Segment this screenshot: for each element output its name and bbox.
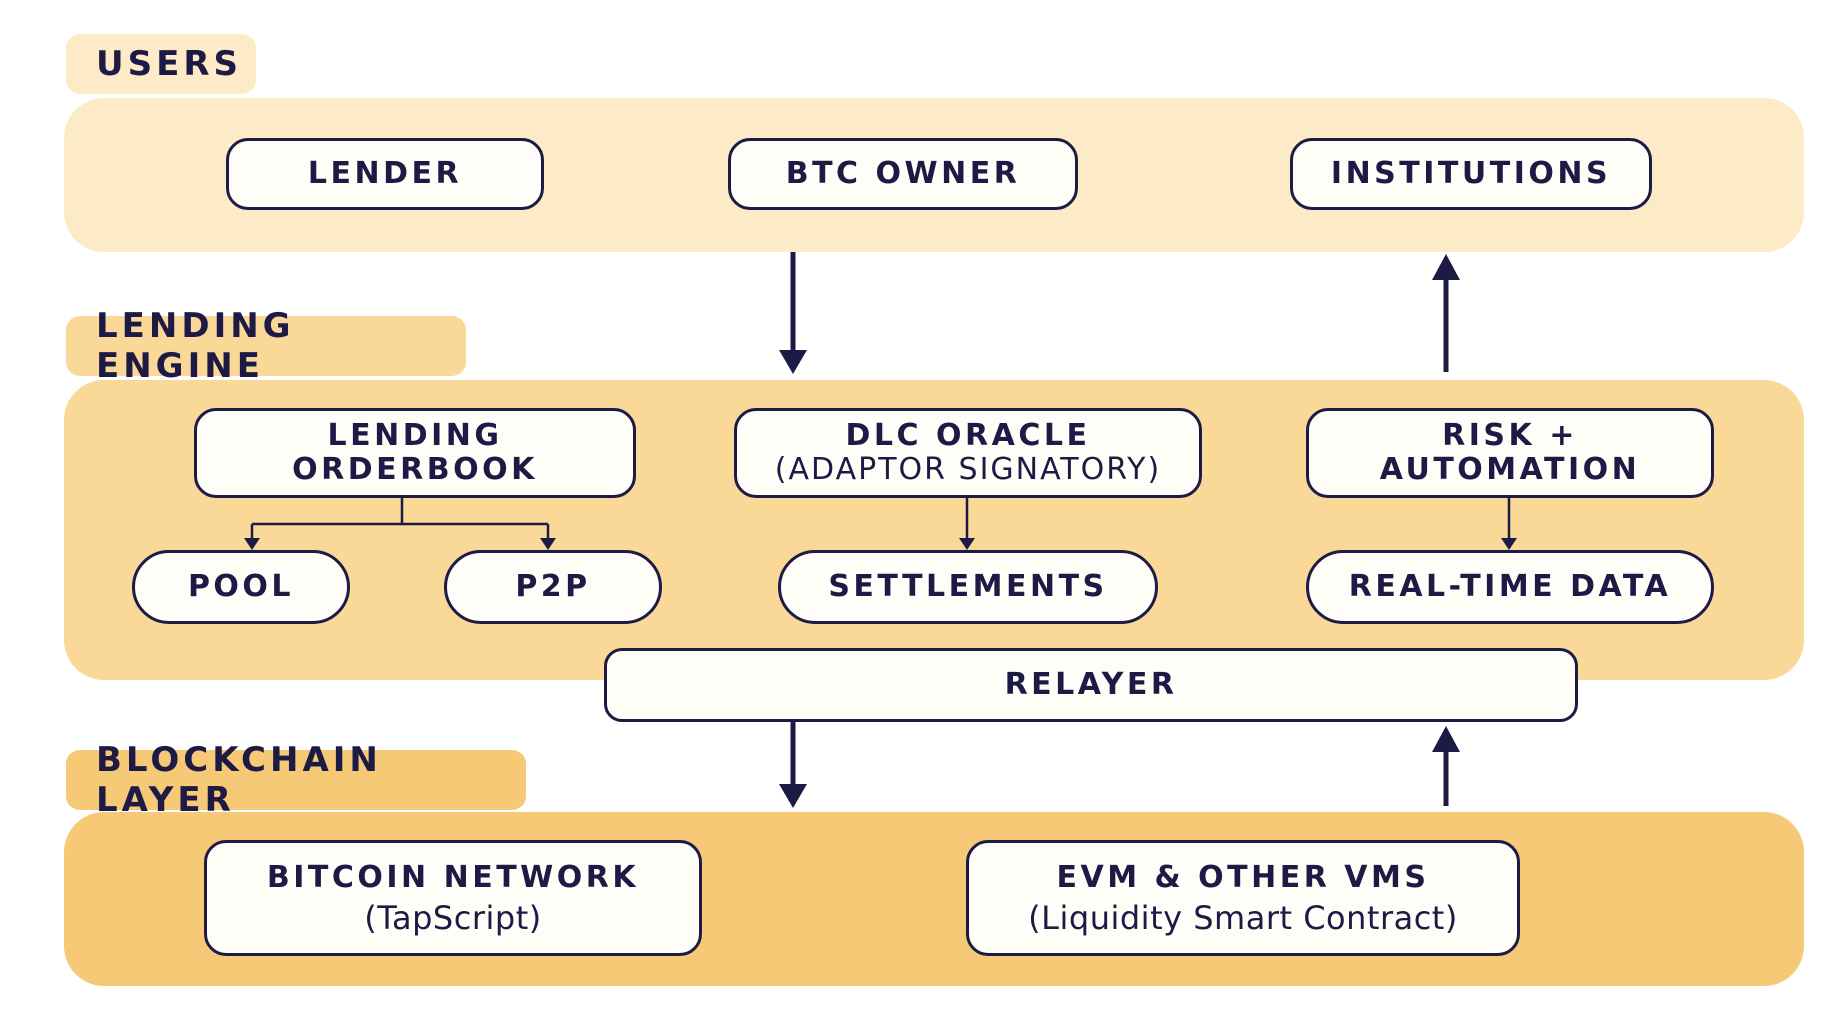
bitcoin-network-node: BITCOIN NETWORK (TapScript) (204, 840, 702, 956)
chain-to-relayer-arrowhead (1432, 726, 1460, 752)
institutions-label: INSTITUTIONS (1330, 156, 1612, 191)
orderbook-to-pool-arrowhead (244, 538, 260, 550)
orderbook-to-p2p-arrowhead (540, 538, 556, 550)
dlc-oracle-line1: DLC ORACLE (845, 418, 1091, 453)
dlc-oracle-line2: (ADAPTOR SIGNATORY) (774, 452, 1162, 487)
orderbook-branch-connector (250, 498, 550, 540)
relayer-node: RELAYER (604, 648, 1578, 722)
orderbook-line1: LENDING (327, 418, 503, 453)
real-time-data-node: REAL-TIME DATA (1306, 550, 1714, 624)
dlc-oracle-node: DLC ORACLE (ADAPTOR SIGNATORY) (734, 408, 1202, 498)
p2p-label: P2P (515, 569, 591, 604)
pool-node: POOL (132, 550, 350, 624)
btc-owner-node: BTC OWNER (728, 138, 1078, 210)
p2p-node: P2P (444, 550, 662, 624)
orderbook-line2: ORDERBOOK (292, 452, 538, 487)
users-to-engine-arrowhead (779, 350, 807, 374)
risk-automation-node: RISK + AUTOMATION (1306, 408, 1714, 498)
evm-vms-subtitle: (Liquidity Smart Contract) (1028, 899, 1458, 937)
blockchain-layer-label: BLOCKCHAIN LAYER (66, 740, 526, 820)
real-time-data-label: REAL-TIME DATA (1348, 569, 1672, 604)
risk-to-data-arrowhead (1501, 538, 1517, 550)
relayer-label: RELAYER (1004, 667, 1178, 702)
institutions-node: INSTITUTIONS (1290, 138, 1652, 210)
users-layer-label: USERS (66, 34, 256, 94)
bitcoin-network-title: BITCOIN NETWORK (266, 860, 640, 895)
lender-label: LENDER (307, 156, 463, 191)
evm-vms-title: EVM & OTHER VMS (1056, 860, 1430, 895)
lender-node: LENDER (226, 138, 544, 210)
evm-vms-node: EVM & OTHER VMS (Liquidity Smart Contrac… (966, 840, 1520, 956)
bitcoin-network-subtitle: (TapScript) (364, 899, 542, 937)
relayer-to-chain-arrowhead (779, 784, 807, 808)
risk-automation-label: RISK + AUTOMATION (1379, 418, 1641, 487)
settlements-label: SETTLEMENTS (828, 569, 1108, 604)
pool-label: POOL (187, 569, 295, 604)
settlements-node: SETTLEMENTS (778, 550, 1158, 624)
lending-orderbook-node: LENDING ORDERBOOK (194, 408, 636, 498)
engine-to-users-arrowhead (1432, 254, 1460, 280)
btc-owner-label: BTC OWNER (785, 156, 1021, 191)
oracle-to-settlements-arrowhead (959, 538, 975, 550)
